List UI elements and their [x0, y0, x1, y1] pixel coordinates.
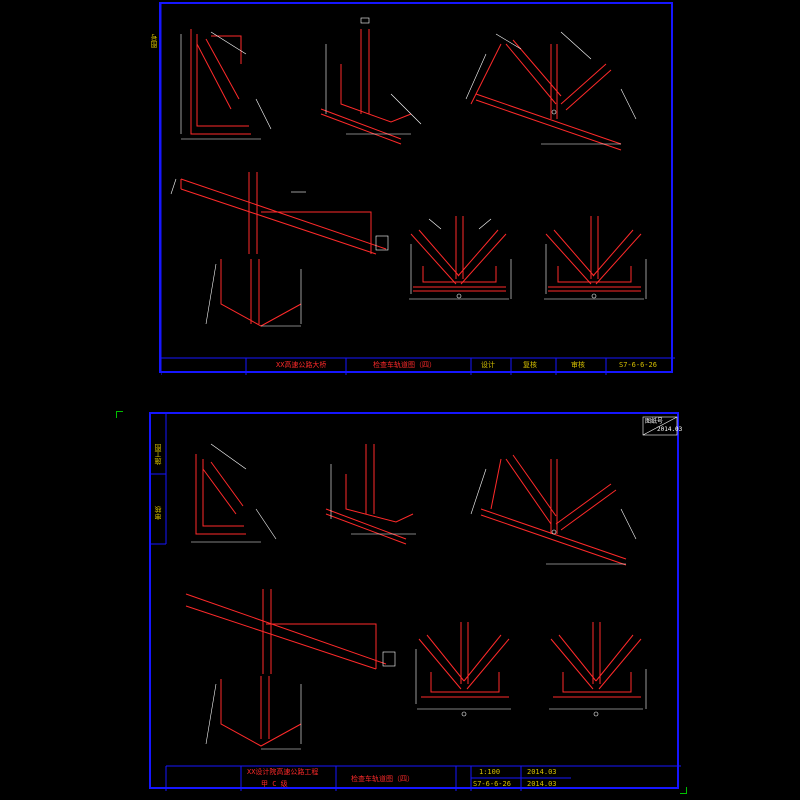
title-cert: 甲 C 级 [261, 780, 288, 788]
drawing-sheet-1: 图号 XX高速公路大桥 检查车轨道图（四） 设计 复核 审核 S7-6-6-26 [150, 2, 675, 375]
title-project: XX高速公路大桥 [276, 361, 327, 369]
title-scale: 1:100 [479, 768, 501, 776]
title-field-check: 复核 [523, 361, 537, 369]
detail-1 [190, 29, 251, 135]
detail-6 [545, 216, 642, 292]
detail-5 [410, 216, 507, 292]
detail-3 [470, 39, 622, 151]
sheet-1-side-label-a: 图号 [150, 34, 158, 48]
crop-mark-top-left [116, 411, 123, 418]
title-drawing-no: S7-6-6-26 [619, 361, 657, 369]
detail-2 [320, 29, 412, 145]
title-drawing: 检查车轨道图（四） [373, 361, 436, 369]
title-drawing-2: 检查车轨道图（四） [351, 775, 414, 783]
title-date-2: 2014.03 [527, 780, 557, 788]
detail-4 [180, 172, 387, 327]
sheet-2-side-label-a: 施工图 [154, 444, 162, 465]
sheet-2-drawing [151, 414, 681, 791]
crop-mark-bottom-right [680, 787, 687, 794]
title-drawing-no-2: S7-6-6-26 [473, 780, 511, 788]
drawing-sheet-2: 施工图 审核 XX设计院高速公路工程 甲 C 级 检查车轨道图（四） 1:100… [149, 412, 683, 791]
title-field-design: 设计 [481, 361, 495, 369]
stamp-line-1: 图纸号 [645, 418, 664, 425]
title-field-review: 审核 [571, 361, 585, 369]
stamp-line-2: 2014.03 [657, 426, 683, 433]
title-date-1: 2014.03 [527, 768, 557, 776]
sheet-1-drawing [161, 4, 675, 375]
title-company: XX设计院高速公路工程 [247, 768, 319, 776]
sheet-2-side-label-b: 审核 [154, 506, 162, 520]
